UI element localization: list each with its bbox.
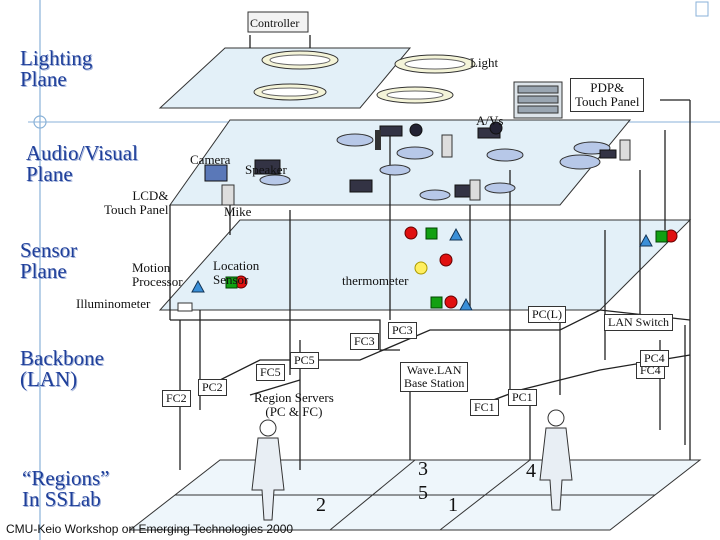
camera-label: Camera (190, 152, 231, 167)
footer-text: CMU-Keio Workshop on Emerging Technologi… (6, 522, 294, 536)
light-label: Light (470, 55, 499, 70)
fc1-box: FC1 (470, 399, 499, 416)
region-5-label: 5 (418, 482, 428, 504)
wavelan-box: Wave.LAN Base Station (400, 362, 469, 392)
illuminometer-label: Illuminometer (76, 296, 151, 311)
av-devices (204, 121, 631, 206)
sensor-plane-title: Sensor Plane (20, 238, 78, 283)
av-label: A/Vs (476, 113, 504, 128)
fc2-box: FC2 (162, 390, 191, 407)
lighting-plane (158, 47, 412, 109)
pc4-box: PC4 (640, 350, 669, 367)
lcd-touch-panel-label: LCD& Touch Panel (104, 188, 169, 217)
pdp-touch-panel-label: PDP& Touch Panel (570, 78, 645, 112)
fc3-box: FC3 (350, 333, 379, 350)
sensor-devices (177, 226, 678, 312)
structure-lines (169, 35, 691, 470)
corner-mark (695, 1, 709, 17)
pc3-box: PC3 (388, 322, 417, 339)
av-rack-icon (513, 81, 563, 119)
speaker-label: Speaker (245, 162, 287, 177)
lan-switch-box: LAN Switch (604, 314, 673, 331)
controller-box (247, 11, 309, 33)
av-plane-title: Audio/Visual Plane (26, 141, 138, 186)
person-icon-right (539, 409, 573, 511)
pc2-box: PC2 (198, 379, 227, 396)
location-sensor-label: Location Sensor (213, 258, 260, 287)
region-servers-label: Region Servers (PC & FC) (254, 390, 334, 419)
pc1-box: PC1 (508, 389, 537, 406)
controller-label: Controller (250, 16, 300, 30)
pc-l-box: PC(L) (528, 306, 566, 323)
region-4-label: 4 (526, 460, 536, 482)
regions-title: “Regions” In SSLab (22, 466, 110, 511)
rule-bullet (33, 115, 47, 129)
region-3-label: 3 (418, 458, 428, 480)
pc5-box: PC5 (290, 352, 319, 369)
person-icon-left (251, 419, 285, 521)
region-1-label: 1 (448, 494, 458, 516)
backbone-title: Backbone (LAN) (20, 346, 104, 391)
lamps (253, 50, 476, 104)
fc5-box: FC5 (256, 364, 285, 381)
lighting-plane-title: Lighting Plane (20, 46, 93, 91)
motion-processor-label: Motion Processor (132, 260, 183, 289)
thermometer-label: thermometer (342, 273, 409, 288)
region-2-label: 2 (316, 494, 326, 516)
mike-label: Mike (224, 204, 252, 219)
